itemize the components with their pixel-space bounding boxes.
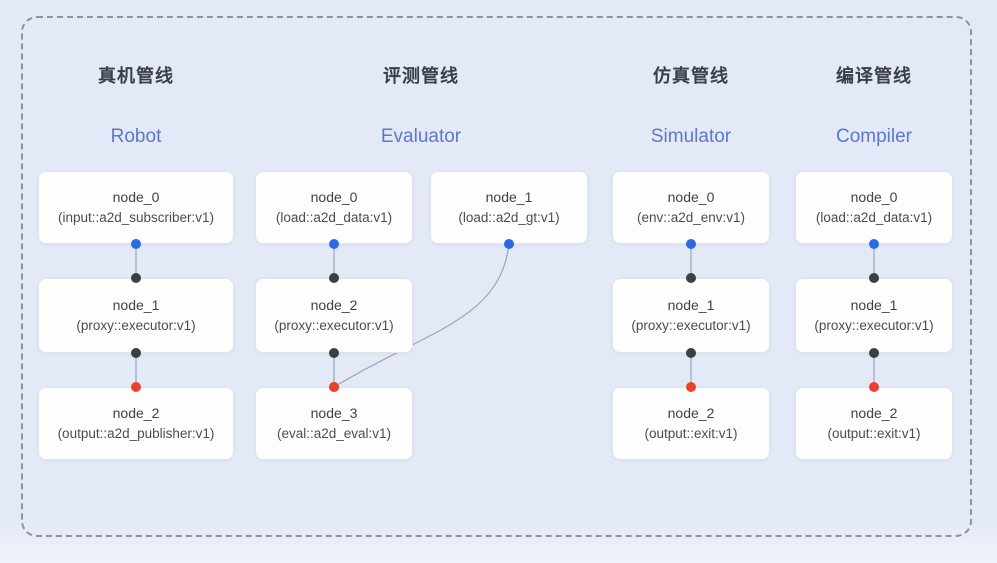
node-card-evaluator-node_2: node_2(proxy::executor:v1) [255,278,413,353]
node-label: node_2 [112,405,160,422]
node-subtitle: (load::a2d_data:v1) [275,210,393,226]
node-card-evaluator-node_3: node_3(eval::a2d_eval:v1) [255,387,413,460]
dashed-frame-border [21,16,972,537]
node-subtitle: (env::a2d_env:v1) [636,210,746,226]
pipeline-title-zh-compiler: 编译管线 [836,66,912,86]
node-label: node_0 [112,189,160,206]
node-label: node_0 [310,189,358,206]
node-label: node_2 [310,297,358,314]
node-subtitle: (load::a2d_gt:v1) [458,210,560,226]
node-card-simulator-node_0: node_0(env::a2d_env:v1) [612,171,770,244]
node-subtitle: (output::exit:v1) [644,426,738,442]
pipeline-title-en-compiler: Compiler [835,126,913,147]
node-card-robot-node_0: node_0(input::a2d_subscriber:v1) [38,171,234,244]
node-subtitle: (proxy::executor:v1) [76,318,196,334]
pipeline-title-en-robot: Robot [110,126,162,147]
node-card-robot-node_2: node_2(output::a2d_publisher:v1) [38,387,234,460]
node-card-simulator-node_2: node_2(output::exit:v1) [612,387,770,460]
pipeline-title-zh-simulator: 仿真管线 [653,66,729,86]
node-subtitle: (proxy::executor:v1) [631,318,751,334]
node-card-compiler-node_2: node_2(output::exit:v1) [795,387,953,460]
node-card-compiler-node_0: node_0(load::a2d_data:v1) [795,171,953,244]
node-subtitle: (input::a2d_subscriber:v1) [57,210,215,226]
node-subtitle: (output::a2d_publisher:v1) [57,426,215,442]
node-card-evaluator-node_0: node_0(load::a2d_data:v1) [255,171,413,244]
pipeline-title-en-evaluator: Evaluator [380,126,462,147]
pipeline-title-zh-robot: 真机管线 [98,66,174,86]
node-card-robot-node_1: node_1(proxy::executor:v1) [38,278,234,353]
node-label: node_1 [112,297,160,314]
node-card-evaluator-node_1: node_1(load::a2d_gt:v1) [430,171,588,244]
node-label: node_0 [667,189,715,206]
node-label: node_1 [485,189,533,206]
node-label: node_2 [667,405,715,422]
pipeline-title-en-simulator: Simulator [650,126,732,147]
node-label: node_1 [850,297,898,314]
node-subtitle: (output::exit:v1) [827,426,921,442]
pipeline-title-zh-evaluator: 评测管线 [383,66,459,86]
node-label: node_3 [310,405,358,422]
node-label: node_2 [850,405,898,422]
node-label: node_0 [850,189,898,206]
node-subtitle: (eval::a2d_eval:v1) [276,426,392,442]
node-label: node_1 [667,297,715,314]
node-card-compiler-node_1: node_1(proxy::executor:v1) [795,278,953,353]
node-subtitle: (load::a2d_data:v1) [815,210,933,226]
node-card-simulator-node_1: node_1(proxy::executor:v1) [612,278,770,353]
node-subtitle: (proxy::executor:v1) [814,318,934,334]
node-subtitle: (proxy::executor:v1) [274,318,394,334]
